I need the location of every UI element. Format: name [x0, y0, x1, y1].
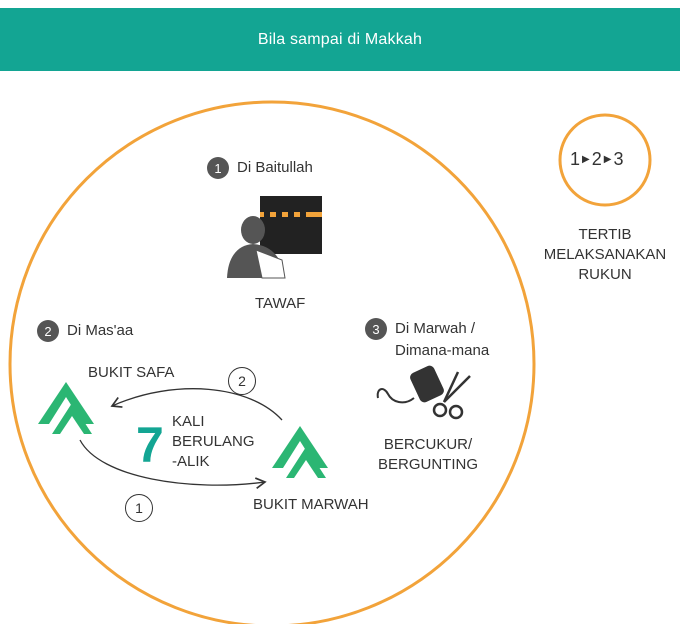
- step-3-action-line1: BERCUKUR/: [383, 436, 473, 453]
- order-label-line2: MELAKSANAKAN: [543, 246, 667, 263]
- step-3-action-line2: BERGUNTING: [377, 456, 478, 473]
- step-1-action: TAWAF: [255, 295, 306, 312]
- bukit-marwah-label: BUKIT MARWAH: [253, 496, 369, 513]
- order-label-line3: RUKUN: [578, 266, 632, 283]
- step-2-location: Di Mas'aa: [67, 322, 134, 339]
- scissors-icon: [432, 371, 471, 420]
- arrow-number-2: 2: [228, 367, 256, 395]
- repeat-count: 7: [136, 417, 164, 473]
- repeat-label-line3: -ALIK: [172, 453, 210, 470]
- order-ring: [558, 113, 652, 207]
- play-arrow-icon: ▶: [603, 154, 612, 165]
- clipper-icon: [376, 365, 444, 404]
- order-seq-1: 1: [570, 149, 581, 169]
- step-3-location-line1: Di Marwah /: [395, 320, 476, 337]
- order-seq-3: 3: [613, 149, 624, 169]
- bukit-safa-label: BUKIT SAFA: [88, 364, 175, 381]
- step-1-badge: 1: [207, 157, 229, 179]
- mountain-icon-safa: [38, 382, 94, 434]
- order-seq-2: 2: [591, 149, 602, 169]
- repeat-label-line2: BERULANG: [172, 433, 255, 450]
- step-2-badge: 2: [37, 320, 59, 342]
- kaaba-pilgrim-icon: [227, 196, 322, 279]
- mountain-icon-marwah: [272, 426, 328, 478]
- arrow-safa-to-marwah: [79, 439, 267, 490]
- play-arrow-icon: ▶: [582, 154, 590, 165]
- header-bar: Bila sampai di Makkah: [0, 8, 680, 71]
- main-ring: [8, 100, 536, 624]
- order-label-line1: TERTIB: [578, 226, 632, 243]
- arrow-marwah-to-safa: [110, 388, 283, 421]
- step-1-location: Di Baitullah: [237, 159, 313, 176]
- repeat-label-line1: KALI: [172, 413, 205, 430]
- order-sequence: 1 ▶ 2 ▶ 3: [570, 149, 623, 170]
- step-3-badge: 3: [365, 318, 387, 340]
- page-title: Bila sampai di Makkah: [257, 30, 423, 48]
- arrow-number-1: 1: [125, 494, 153, 522]
- step-3-location-line2: Dimana-mana: [395, 342, 490, 359]
